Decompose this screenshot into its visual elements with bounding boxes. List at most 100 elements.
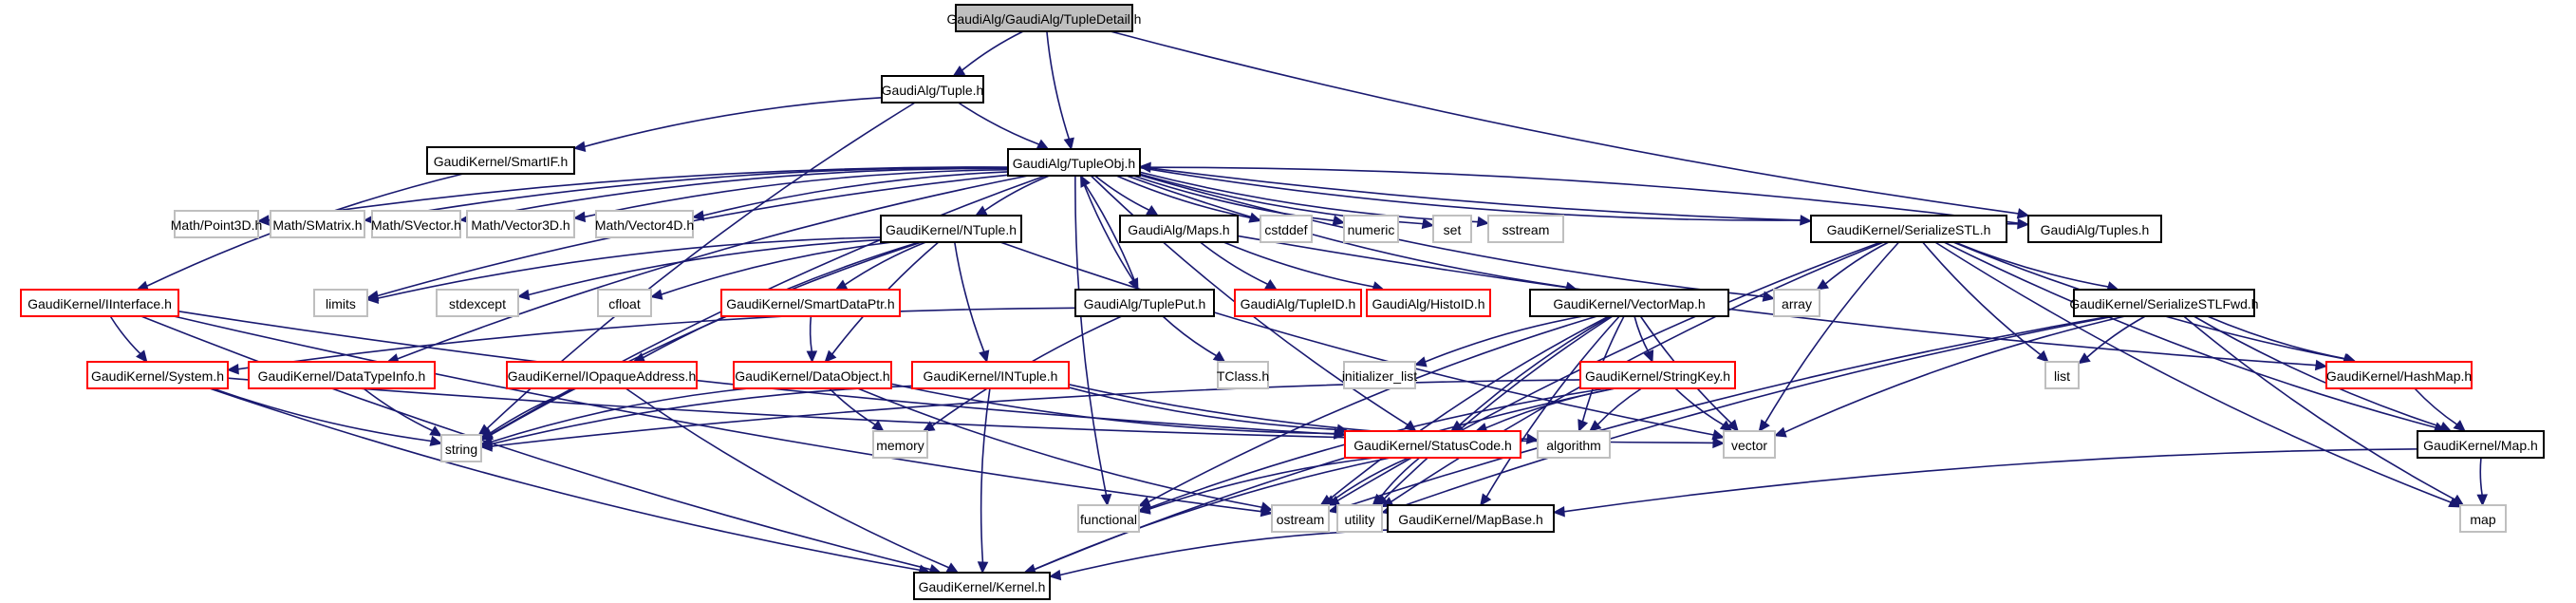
- node-label: GaudiKernel/VectorMap.h: [1553, 296, 1705, 311]
- node-iinterface[interactable]: GaudiKernel/IInterface.h: [20, 289, 179, 317]
- node-algorithm[interactable]: algorithm: [1537, 430, 1611, 459]
- node-serializestl[interactable]: GaudiKernel/SerializeSTL.h: [1810, 215, 2007, 243]
- edge-serializestlfwd-to-hashmap: [2207, 315, 2358, 365]
- arrowhead-icon: [691, 210, 705, 221]
- node-box: [1773, 289, 1820, 317]
- node-label: GaudiKernel/SerializeSTL.h: [1827, 222, 1991, 237]
- node-sstream[interactable]: sstream: [1487, 215, 1564, 243]
- arrowhead-icon: [952, 65, 966, 77]
- node-svector[interactable]: Math/SVector.h: [371, 210, 461, 238]
- edge-tuples-to-tupleobj: [1138, 161, 2029, 226]
- arrowhead-icon: [1421, 217, 1435, 230]
- node-vector4d[interactable]: Math/Vector4D.h: [595, 210, 694, 238]
- node-intuple[interactable]: GaudiKernel/INTuple.h: [911, 361, 1070, 389]
- node-list[interactable]: list: [2044, 361, 2080, 389]
- arrowhead-icon: [1712, 437, 1726, 449]
- arrowhead-icon: [974, 205, 988, 217]
- edge-intuple-to-kernel: [977, 387, 991, 575]
- edge-tupleput-to-tupleobj: [1080, 174, 1139, 291]
- node-hashmap[interactable]: GaudiKernel/HashMap.h: [2325, 361, 2473, 389]
- node-statuscode[interactable]: GaudiKernel/StatusCode.h: [1344, 430, 1521, 459]
- node-label: array: [1782, 296, 1812, 311]
- edge-vectormap-to-initializer_list: [1413, 315, 1584, 367]
- edge-iinterface-to-ostream: [173, 315, 1274, 518]
- edge-line: [980, 387, 991, 564]
- node-vector3d[interactable]: Math/Vector3D.h: [466, 210, 575, 238]
- node-smatrix[interactable]: Math/SMatrix.h: [270, 210, 365, 238]
- edge-line: [1094, 175, 1150, 212]
- node-system[interactable]: GaudiKernel/System.h: [86, 361, 229, 389]
- node-datatypeinfo[interactable]: GaudiKernel/DataTypeInfo.h: [248, 361, 436, 389]
- node-tupledetail[interactable]: GaudiAlg/GaudiAlg/TupleDetail.h: [947, 4, 1142, 32]
- arrowhead-icon: [1264, 279, 1279, 291]
- node-numeric[interactable]: numeric: [1343, 215, 1399, 243]
- node-smartdataptr[interactable]: GaudiKernel/SmartDataPtr.h: [720, 289, 901, 317]
- edge-serializestl-to-list: [1922, 241, 2049, 363]
- node-box: [872, 430, 928, 459]
- edge-line: [1046, 30, 1071, 141]
- edge-tupledetail-to-tuple: [952, 30, 1024, 77]
- node-label: GaudiKernel/Kernel.h: [919, 579, 1046, 594]
- edge-statuscode-to-utility: [1372, 457, 1421, 506]
- node-histoid[interactable]: GaudiAlg/HistoID.h: [1366, 289, 1491, 317]
- node-label: cfloat: [608, 296, 641, 311]
- edge-line: [212, 387, 433, 443]
- node-tupleobj[interactable]: GaudiAlg/TupleObj.h: [1007, 148, 1141, 177]
- node-iopaqueaddress[interactable]: GaudiKernel/IOpaqueAddress.h: [506, 361, 698, 389]
- edge-stringkey-to-vector: [1674, 387, 1733, 432]
- node-tuple[interactable]: GaudiAlg/Tuple.h: [881, 75, 984, 104]
- node-cstddef[interactable]: cstddef: [1260, 215, 1313, 243]
- node-tupleid[interactable]: GaudiAlg/TupleID.h: [1234, 289, 1362, 317]
- edge-line: [890, 383, 1336, 435]
- node-box: [371, 210, 461, 238]
- node-stdexcept[interactable]: stdexcept: [436, 289, 519, 317]
- node-tupleput[interactable]: GaudiAlg/TuplePut.h: [1074, 289, 1215, 317]
- arrowhead-icon: [1711, 429, 1726, 441]
- node-ntuple[interactable]: GaudiKernel/NTuple.h: [880, 215, 1022, 243]
- node-cfloat[interactable]: cfloat: [597, 289, 652, 317]
- node-kernel[interactable]: GaudiKernel/Kernel.h: [913, 572, 1051, 600]
- node-map[interactable]: map: [2459, 504, 2507, 533]
- edge-line: [1824, 241, 1890, 286]
- node-array[interactable]: array: [1773, 289, 1820, 317]
- arrowhead-icon: [1048, 569, 1062, 581]
- edge-smartdataptr-to-dataobject: [806, 315, 818, 364]
- node-smartif[interactable]: GaudiKernel/SmartIF.h: [426, 146, 575, 175]
- node-tuples[interactable]: GaudiAlg/Tuples.h: [2027, 215, 2162, 243]
- node-ostream[interactable]: ostream: [1271, 504, 1330, 533]
- edge-serializestl-to-serializestlfwd: [1953, 241, 2119, 292]
- node-mapbase[interactable]: GaudiKernel/MapBase.h: [1387, 504, 1555, 533]
- edge-tuple-to-smartif: [572, 97, 883, 153]
- node-functional[interactable]: functional: [1077, 504, 1140, 533]
- node-dataobject[interactable]: GaudiKernel/DataObject.h: [733, 361, 892, 389]
- node-set[interactable]: set: [1432, 215, 1472, 243]
- node-label: memory: [876, 438, 924, 453]
- arrowhead-icon: [2314, 359, 2328, 371]
- node-point3d[interactable]: Math/Point3D.h: [171, 210, 263, 238]
- edge-tupleobj-to-vector3d: [572, 168, 1009, 223]
- node-box: [1271, 504, 1330, 533]
- node-box: [1343, 361, 1416, 389]
- edge-line: [1562, 448, 2418, 513]
- node-initializer_list[interactable]: initializer_list: [1342, 361, 1417, 389]
- node-tclass[interactable]: TClass.h: [1217, 361, 1269, 389]
- arrowhead-icon: [429, 435, 443, 446]
- nodes-layer: GaudiAlg/GaudiAlg/TupleDetail.hGaudiAlg/…: [20, 4, 2545, 600]
- arrowhead-icon: [1128, 277, 1139, 292]
- node-maps[interactable]: GaudiAlg/Maps.h: [1119, 215, 1239, 243]
- node-label: GaudiAlg/TuplePut.h: [1084, 296, 1206, 311]
- node-limits[interactable]: limits: [313, 289, 368, 317]
- arrowhead-icon: [1138, 161, 1151, 174]
- node-memory[interactable]: memory: [872, 430, 928, 459]
- node-stringkey[interactable]: GaudiKernel/StringKey.h: [1579, 361, 1736, 389]
- node-map[interactable]: GaudiKernel/Map.h: [2417, 430, 2545, 459]
- node-vector[interactable]: vector: [1723, 430, 1776, 459]
- node-string[interactable]: string: [440, 434, 482, 462]
- node-utility[interactable]: utility: [1336, 504, 1383, 533]
- edge-line: [660, 241, 893, 296]
- edge-line: [490, 387, 749, 443]
- edge-system-to-string: [212, 387, 443, 446]
- edge-line: [236, 307, 1076, 370]
- node-serializestlfwd[interactable]: GaudiKernel/SerializeSTLFwd.h: [2069, 289, 2259, 317]
- node-vectormap[interactable]: GaudiKernel/VectorMap.h: [1529, 289, 1729, 317]
